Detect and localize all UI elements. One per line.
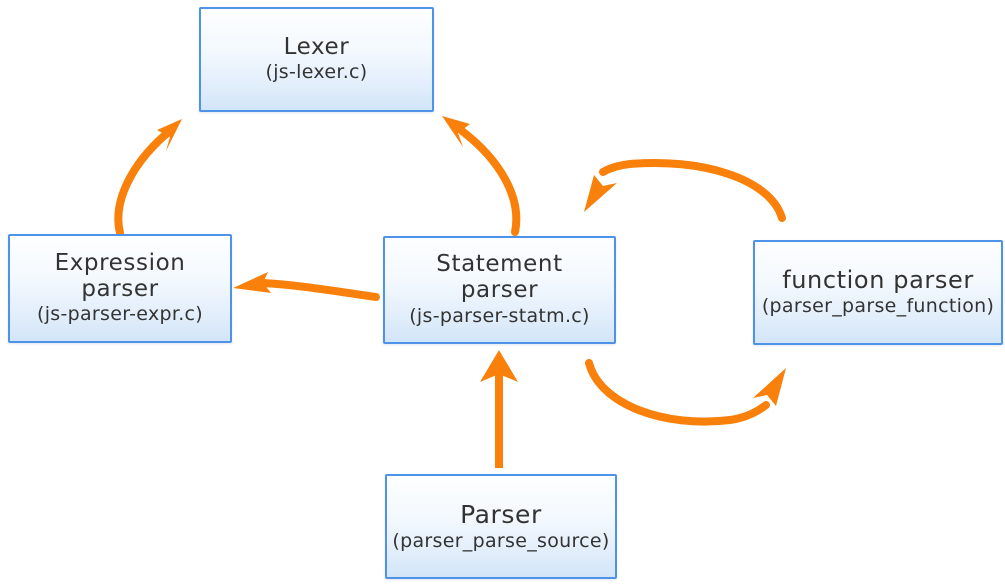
edge-parser-to-statement-parser [480, 350, 518, 468]
node-function-parser-subtitle: (parser_parse_function) [761, 295, 995, 318]
node-statement-parser[interactable]: Statement parser (js-parser-statm.c) [383, 236, 616, 344]
node-expression-parser-title: Expression parser [54, 249, 186, 302]
node-lexer-title: Lexer [283, 33, 350, 60]
node-statement-parser-subtitle: (js-parser-statm.c) [409, 304, 590, 327]
edge-statement-parser-to-lexer [442, 116, 521, 236]
node-lexer[interactable]: Lexer (js-lexer.c) [199, 7, 434, 112]
node-function-parser-title: function parser [782, 266, 974, 295]
edge-function-parser-to-statement-parser [584, 159, 786, 222]
node-parser-title: Parser [460, 499, 542, 529]
node-statement-parser-title: Statement parser [436, 251, 563, 304]
node-expression-parser-subtitle: (js-parser-expr.c) [36, 303, 204, 326]
edge-statement-parser-to-expression-parser [233, 272, 380, 301]
node-lexer-subtitle: (js-lexer.c) [265, 61, 368, 84]
edge-statement-parser-to-function-parser [585, 359, 786, 426]
node-function-parser[interactable]: function parser (parser_parse_function) [753, 240, 1003, 345]
node-expression-parser[interactable]: Expression parser (js-parser-expr.c) [8, 234, 232, 343]
node-parser[interactable]: Parser (parser_parse_source) [385, 474, 617, 579]
edge-expression-parser-to-lexer [114, 119, 182, 237]
node-parser-subtitle: (parser_parse_source) [392, 529, 610, 552]
